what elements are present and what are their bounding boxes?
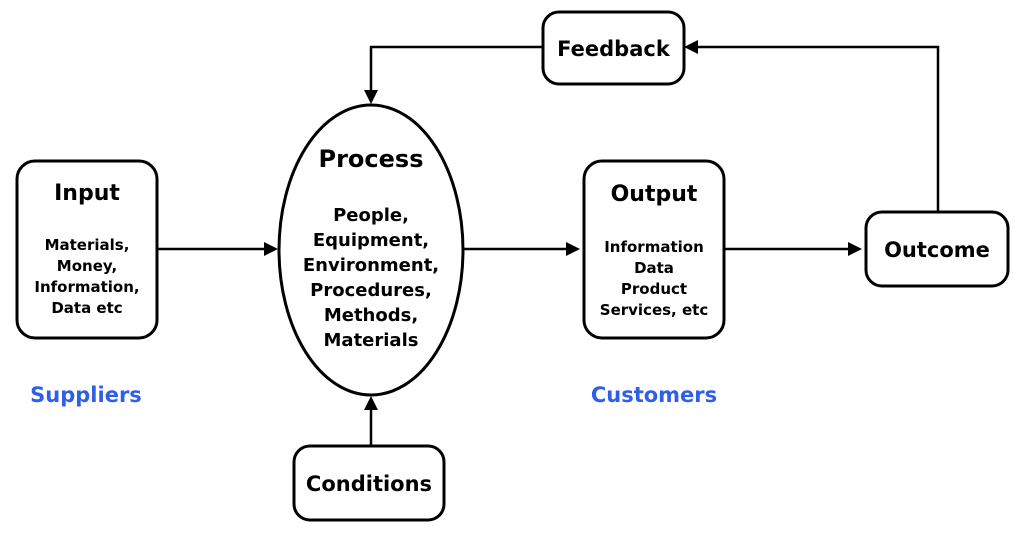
conditions-node: Conditions bbox=[292, 444, 446, 522]
output-item: Services, etc bbox=[600, 301, 708, 319]
arrowhead-input-to-process bbox=[264, 242, 278, 256]
output-item: Data bbox=[634, 259, 674, 277]
arrowhead-process-to-output bbox=[566, 242, 580, 256]
input-node: Input Materials, Money, Information, Dat… bbox=[15, 159, 159, 340]
arrowhead-conditions-to-process bbox=[364, 396, 378, 410]
process-item: Methods, bbox=[324, 305, 418, 326]
process-item: Procedures, bbox=[310, 280, 432, 301]
connectors bbox=[158, 40, 940, 446]
customers-label: Customers bbox=[591, 383, 717, 407]
process-item: Environment, bbox=[303, 255, 439, 276]
arrowhead-output-to-outcome bbox=[848, 242, 862, 256]
input-item: Data etc bbox=[51, 299, 122, 317]
outcome-label: Outcome bbox=[884, 238, 990, 262]
input-item: Money, bbox=[57, 257, 117, 275]
outcome-node: Outcome bbox=[864, 210, 1010, 288]
input-title: Input bbox=[54, 181, 120, 206]
feedback-label: Feedback bbox=[557, 37, 671, 61]
output-node: Output Information Data Product Services… bbox=[582, 159, 726, 340]
input-item: Materials, bbox=[45, 236, 130, 254]
arrowhead-outcome-to-feedback bbox=[684, 40, 698, 54]
input-item: Information, bbox=[34, 278, 139, 296]
process-node: Process People, Equipment, Environment, … bbox=[277, 103, 465, 397]
process-item: Materials bbox=[324, 330, 419, 351]
arrow-feedback-to-process bbox=[369, 45, 543, 92]
arrow-outcome-to-feedback bbox=[696, 45, 940, 212]
conditions-label: Conditions bbox=[306, 472, 432, 496]
feedback-node: Feedback bbox=[541, 10, 686, 86]
output-item: Product bbox=[621, 280, 687, 298]
process-title: Process bbox=[319, 145, 424, 173]
arrowhead-feedback-to-process bbox=[364, 90, 378, 104]
suppliers-label: Suppliers bbox=[30, 383, 142, 407]
process-item: Equipment, bbox=[313, 230, 429, 251]
output-title: Output bbox=[611, 182, 698, 207]
process-item: People, bbox=[333, 205, 409, 226]
output-item: Information bbox=[604, 238, 704, 256]
